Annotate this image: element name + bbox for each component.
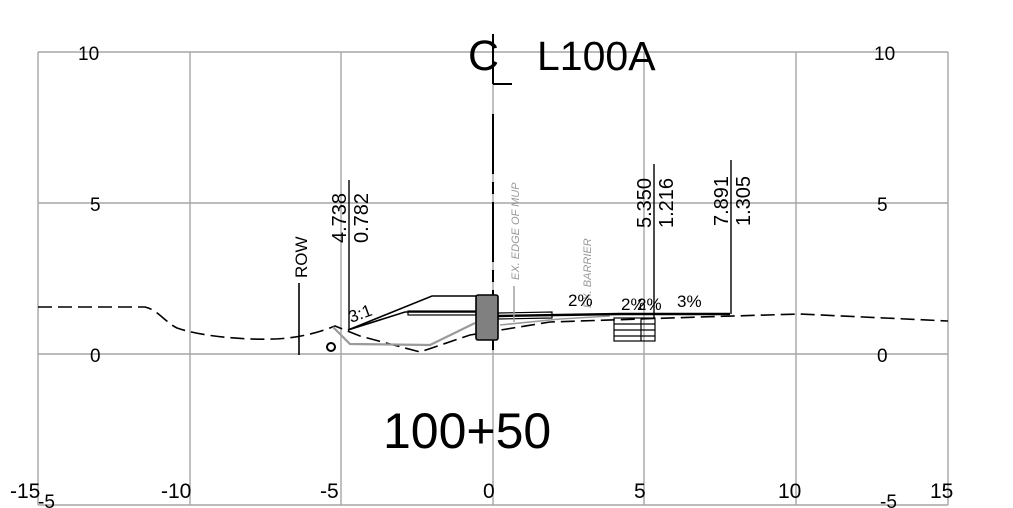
offset-callout-left-top: 4.738 xyxy=(329,193,351,243)
y-label-left-neg5: -5 xyxy=(38,492,55,508)
offset-callout-mid-bottom: 1.216 xyxy=(656,178,678,228)
x-label-15: 15 xyxy=(930,480,953,503)
grid xyxy=(37,51,949,506)
y-label-right-0: 0 xyxy=(877,346,888,367)
ex-edge-of-mup-label: EX. EDGE OF MUP xyxy=(510,182,522,280)
y-label-right-10: 10 xyxy=(874,44,895,65)
proposed-fill-slope xyxy=(347,295,476,331)
alignment-name: L100A xyxy=(537,33,656,79)
slope-2pct-right-b: 2% xyxy=(637,295,662,314)
proposed-finished-grade xyxy=(497,312,730,318)
offset-callout-right-bottom: 1.305 xyxy=(733,176,755,226)
x-label-5: 5 xyxy=(634,480,646,503)
y-label-left-0: 0 xyxy=(90,346,101,367)
offset-callout-left-bottom: 0.782 xyxy=(351,193,373,243)
y-label-left-5: 5 xyxy=(90,195,101,216)
station-label: 100+50 xyxy=(383,403,551,459)
y-label-right-5: 5 xyxy=(877,195,888,216)
offset-callout-right-top: 7.891 xyxy=(711,176,733,226)
utility-pipe-circle xyxy=(326,342,336,352)
x-label-neg5: -5 xyxy=(320,480,339,503)
proposed-subgrade xyxy=(347,311,476,331)
x-label-0: 0 xyxy=(483,480,495,503)
y-label-left-10: 10 xyxy=(78,44,99,65)
existing-barrier-line xyxy=(499,315,611,326)
title: C L100A L100A xyxy=(468,32,656,85)
offset-callout-right: 7.891 1.305 xyxy=(711,160,755,314)
slope-2pct-left: 2% xyxy=(568,291,593,310)
offset-callout-left: 4.738 0.782 xyxy=(329,180,373,330)
offset-callout-mid-top: 5.350 xyxy=(634,178,656,228)
y-label-right-neg5: -5 xyxy=(880,492,897,508)
slope-2pct-right-a: 2% xyxy=(621,295,646,314)
slope-3pct-right: 3% xyxy=(677,292,702,311)
utility-box xyxy=(613,317,656,342)
x-label-neg10: -10 xyxy=(161,480,191,503)
row-label: ROW xyxy=(292,236,311,278)
ex-barrier-label: EX. BARRIER xyxy=(582,238,594,308)
existing-mup-line xyxy=(332,322,476,347)
existing-ground-line xyxy=(38,306,949,353)
centerline-symbol: C xyxy=(468,32,499,80)
x-label-neg15: -15 xyxy=(10,480,40,503)
x-label-10: 10 xyxy=(778,480,801,503)
barrier-block xyxy=(475,294,499,341)
offset-callout-mid: 5.350 1.216 xyxy=(634,164,678,318)
